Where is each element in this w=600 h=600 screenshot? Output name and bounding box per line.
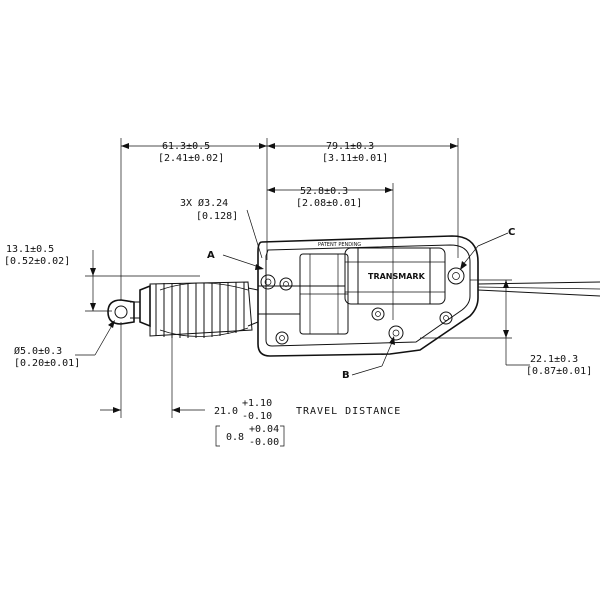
dim-22-1-primary: 22.1±0.3 <box>530 354 578 365</box>
dim-22-1-secondary: [0.87±0.01] <box>526 366 592 377</box>
mounting-hole-top-left <box>279 277 293 291</box>
callout-c: C <box>508 227 515 238</box>
travel-label: TRAVEL DISTANCE <box>296 406 401 417</box>
mounting-hole-bottom-left <box>275 331 289 345</box>
extension-lines <box>85 138 512 418</box>
callout-b: B <box>342 370 350 381</box>
mounting-hole-b <box>388 325 404 341</box>
travel-alt-bracket <box>215 425 285 447</box>
dim-diameter-primary: Ø5.0±0.3 <box>14 345 62 357</box>
holes-secondary: [0.128] <box>196 211 238 222</box>
dim-line-79-1 <box>267 143 458 149</box>
dim-line-travel <box>100 407 205 413</box>
wire-leads <box>477 281 600 297</box>
travel-alt-plus: +0.04 <box>249 424 279 435</box>
brand-text: TRANSMARK <box>368 272 426 281</box>
dim-diameter-secondary: [0.20±0.01] <box>14 358 80 369</box>
dim-79-1-primary: 79.1±0.3 <box>326 141 374 152</box>
dim-line-13-1 <box>90 250 96 311</box>
patent-text: PATENT PENDING <box>318 242 361 248</box>
mounting-hole-mid <box>371 307 385 321</box>
dim-61-3-primary: 61.3±0.5 <box>162 141 210 152</box>
dim-13-1-primary: 13.1±0.5 <box>6 244 54 255</box>
rod-eyelet <box>107 299 135 325</box>
dim-52-8-primary: 52.8±0.3 <box>300 186 348 197</box>
actuator-housing <box>257 235 479 357</box>
dim-line-52-8 <box>267 187 393 193</box>
mounting-hole-bottom-right <box>439 311 453 325</box>
travel-base: 21.0 <box>214 406 238 417</box>
callout-a: A <box>207 250 215 261</box>
mounting-hole-c <box>447 267 465 285</box>
dim-line-diameter <box>75 320 115 356</box>
travel-tol-minus: -0.10 <box>242 411 272 422</box>
dim-line-61-3 <box>121 143 267 149</box>
dim-61-3-secondary: [2.41±0.02] <box>158 153 224 164</box>
mounting-hole-a <box>260 274 276 290</box>
dim-13-1-secondary: [0.52±0.02] <box>4 256 70 267</box>
push-rod <box>130 301 140 319</box>
holes-primary: 3X Ø3.24 <box>180 197 228 209</box>
travel-tol-plus: +1.10 <box>242 398 272 409</box>
travel-alt-minus: -0.00 <box>249 437 279 448</box>
travel-alt-base: 0.8 <box>226 432 244 443</box>
dim-52-8-secondary: [2.08±0.01] <box>296 198 362 209</box>
bellows-boot <box>139 281 259 338</box>
dim-79-1-secondary: [3.11±0.01] <box>322 153 388 164</box>
